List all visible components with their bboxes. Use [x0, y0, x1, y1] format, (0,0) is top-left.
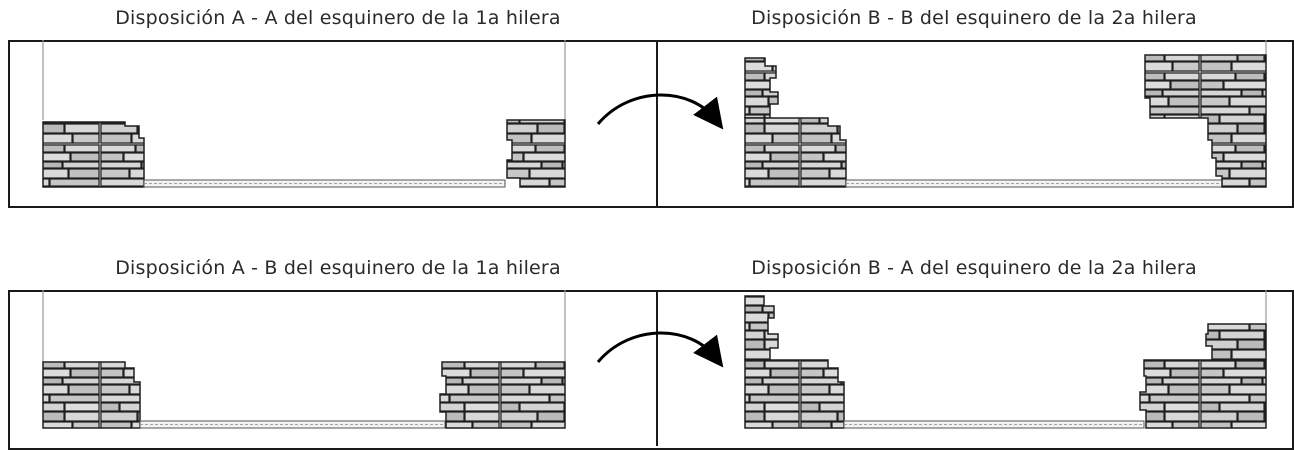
corner-stone-stack — [744, 57, 779, 119]
row1-right-scene — [744, 40, 1267, 188]
corner-stone-stack — [1205, 323, 1267, 361]
row2-left-scene — [42, 290, 566, 429]
row2-right-scene — [744, 290, 1267, 429]
row1-left-scene — [42, 40, 566, 188]
row1-divider — [656, 40, 658, 208]
row2-right-title: Disposición B - A del esquinero de la 2a… — [751, 257, 1197, 279]
curved-arrow-icon — [596, 93, 724, 130]
row1-right-title: Disposición B - B del esquinero de la 2a… — [751, 7, 1197, 29]
corner-stone-block — [506, 119, 566, 188]
row1-panel-frame — [8, 40, 1294, 208]
corner-stone-block — [744, 117, 847, 188]
row2-divider — [656, 290, 658, 446]
corner-stone-block — [744, 359, 845, 429]
corner-stone-stack — [1144, 54, 1267, 188]
corner-stone-block — [439, 361, 566, 429]
corner-stone-block — [42, 361, 141, 429]
corner-stone-block — [1139, 359, 1267, 429]
corner-stone-block — [42, 121, 145, 188]
corner-stone-stack — [744, 295, 779, 361]
row1-left-title: Disposición A - A del esquinero de la 1a… — [115, 7, 561, 29]
curved-arrow-icon — [596, 331, 724, 368]
row2-left-title: Disposición A - B del esquinero de la 1a… — [115, 257, 561, 279]
